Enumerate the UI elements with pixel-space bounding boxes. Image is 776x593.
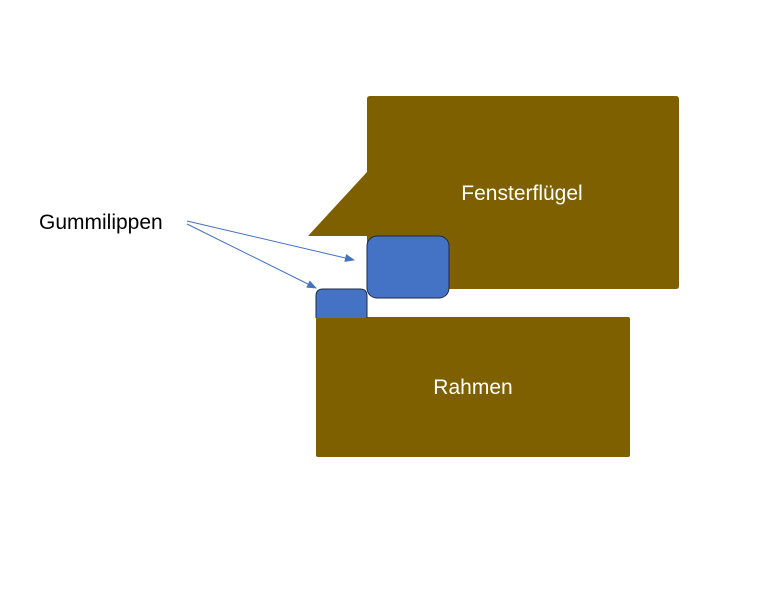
arrow-upper-gasket (186, 220, 355, 262)
frame-shape (316, 317, 630, 457)
sash-label: Fensterflügel (461, 182, 582, 205)
upper-gasket (366, 235, 450, 299)
arrow-lower-gasket (186, 223, 317, 289)
gaskets-label: Gummilippen (39, 211, 163, 234)
lower-gasket (315, 288, 368, 318)
frame-label: Rahmen (433, 376, 512, 399)
